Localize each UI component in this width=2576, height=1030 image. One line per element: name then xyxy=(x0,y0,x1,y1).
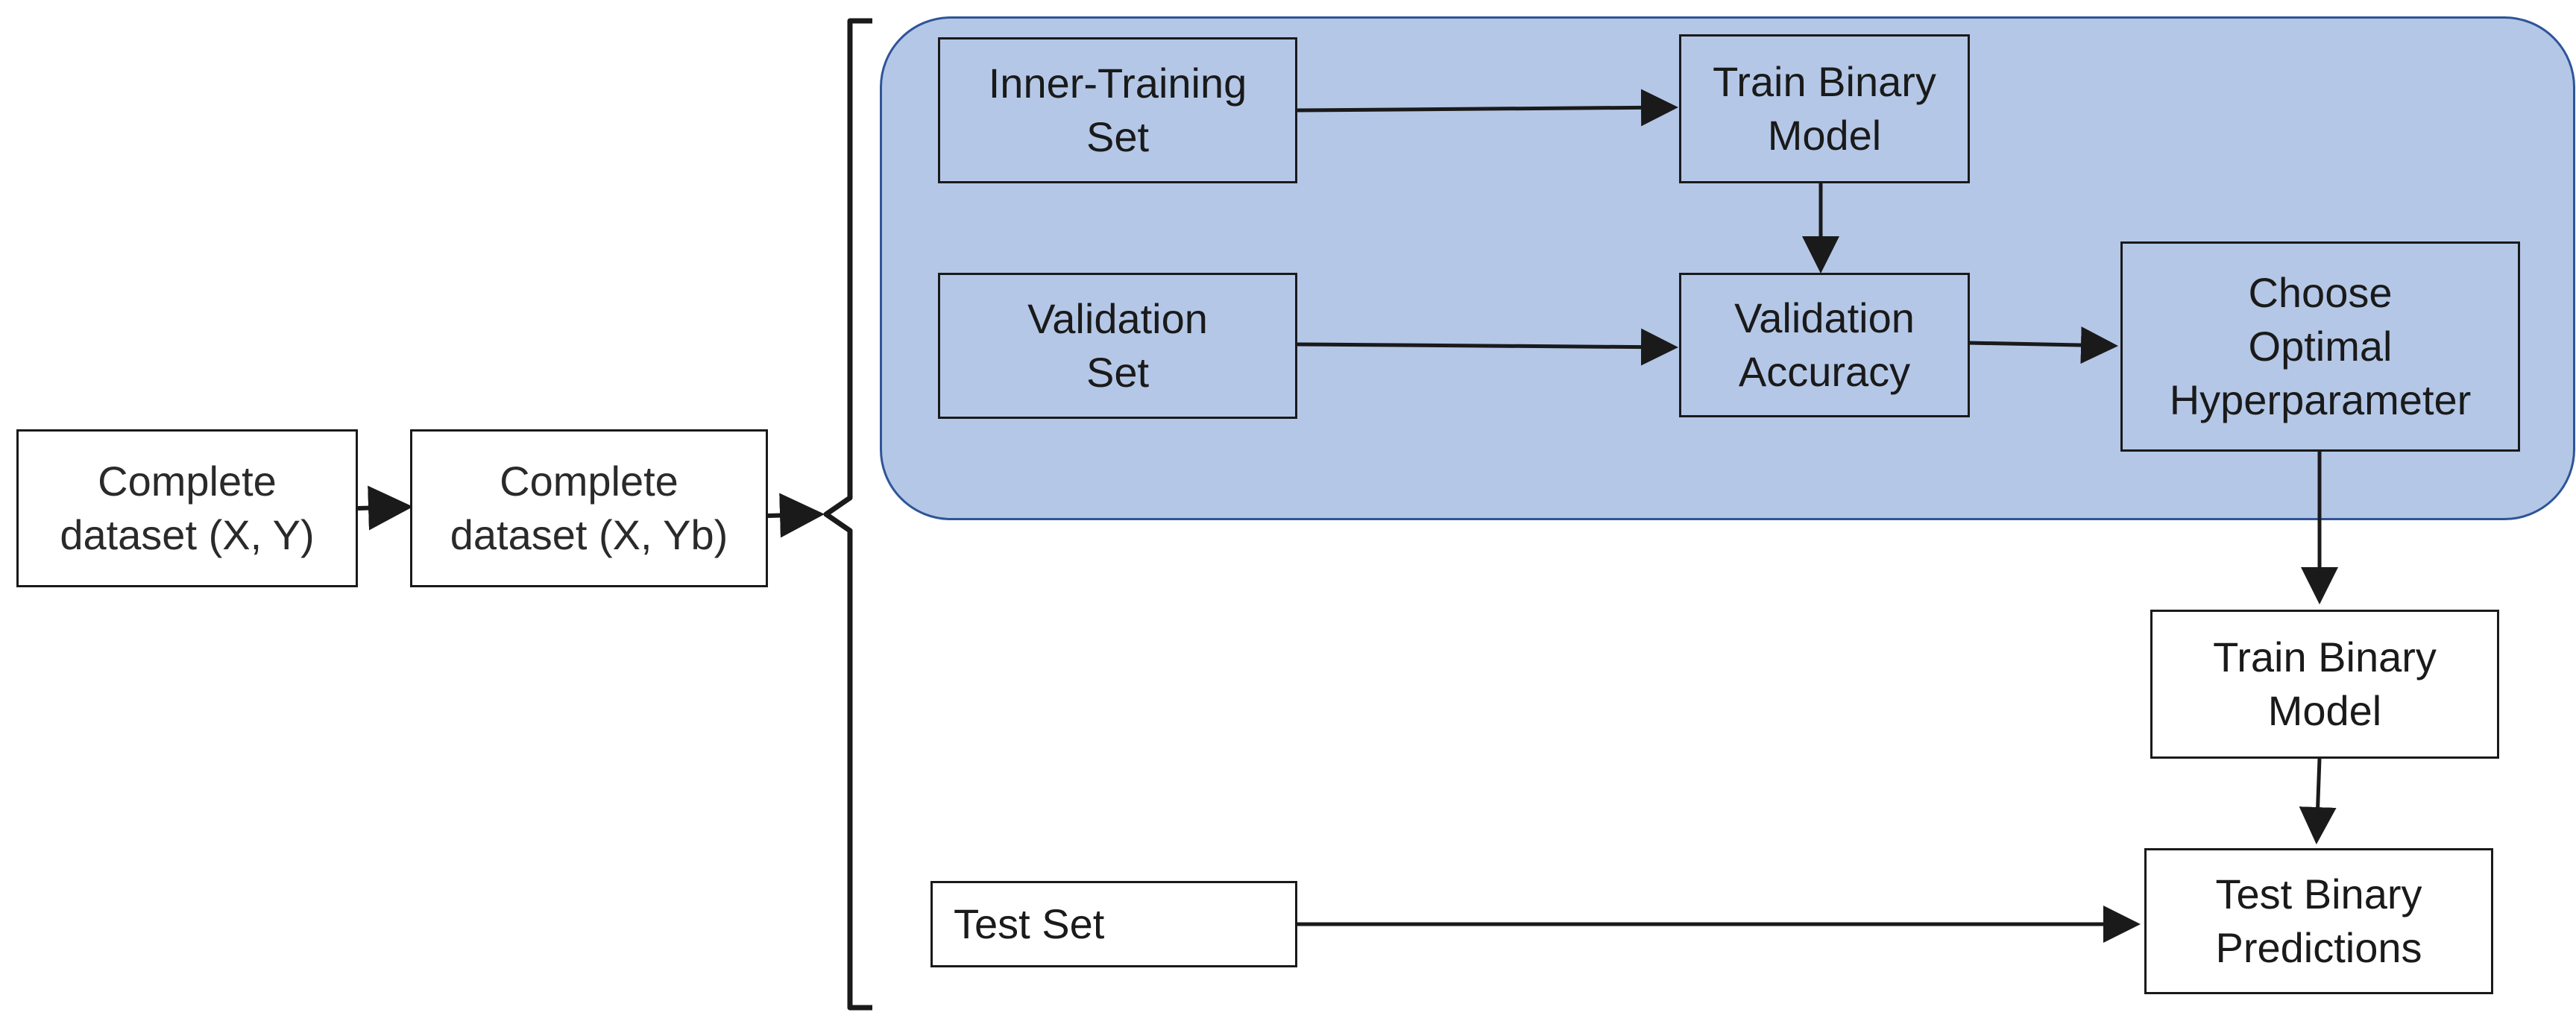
inner-training-set-box: Inner-Training Set xyxy=(938,37,1297,183)
train-binary-model-inner-box: Train Binary Model xyxy=(1679,34,1970,183)
complete-dataset-xy-label: Complete dataset (X, Y) xyxy=(60,458,315,558)
train-binary-model-final-box: Train Binary Model xyxy=(2150,610,2499,759)
test-binary-predictions-label: Test Binary Predictions xyxy=(2215,871,2422,971)
arrow-train-final-to-test-predictions xyxy=(2299,758,2337,844)
validation-accuracy-box: Validation Accuracy xyxy=(1679,273,1970,417)
test-set-label: Test Set xyxy=(954,900,1105,947)
complete-dataset-xy-box: Complete dataset (X, Y) xyxy=(16,429,358,587)
test-set-box: Test Set xyxy=(930,881,1297,967)
arrow-xyb-to-bracket xyxy=(767,493,825,538)
inner-training-set-label: Inner-Training Set xyxy=(988,60,1247,160)
arrow-validation-set-to-validation-accuracy xyxy=(1297,328,1678,366)
validation-set-box: Validation Set xyxy=(938,273,1297,419)
arrow-xy-to-xyb xyxy=(357,485,413,531)
arrow-inner-training-to-train-model xyxy=(1297,89,1678,127)
choose-optimal-hyperparameter-label: Choose Optimal Hyperparameter xyxy=(2169,269,2472,423)
dataset-split-bracket xyxy=(823,18,872,1011)
complete-dataset-xyb-box: Complete dataset (X, Yb) xyxy=(410,429,768,587)
arrow-validation-accuracy-to-choose-hyperparameter xyxy=(1968,326,2118,364)
test-binary-predictions-box: Test Binary Predictions xyxy=(2144,848,2493,994)
train-binary-model-inner-label: Train Binary Model xyxy=(1713,58,1936,159)
choose-optimal-hyperparameter-box: Choose Optimal Hyperparameter xyxy=(2120,241,2520,452)
validation-accuracy-label: Validation Accuracy xyxy=(1734,294,1915,395)
train-binary-model-final-label: Train Binary Model xyxy=(2213,634,2437,734)
validation-set-label: Validation Set xyxy=(1027,295,1208,396)
complete-dataset-xyb-label: Complete dataset (X, Yb) xyxy=(450,458,728,558)
